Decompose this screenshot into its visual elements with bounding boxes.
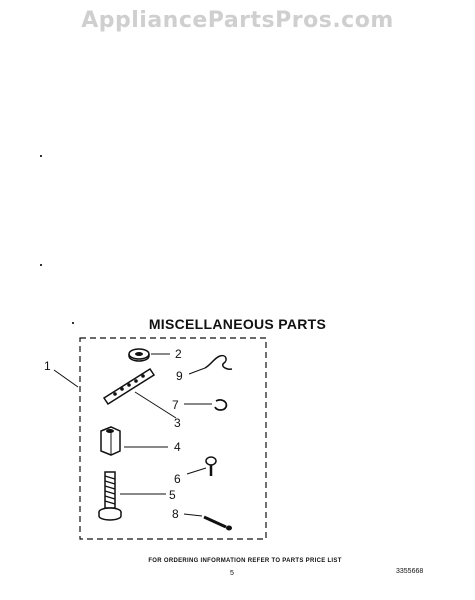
document-number: 3355668 xyxy=(396,568,424,575)
leader-line xyxy=(183,513,203,517)
callout-5: 5 xyxy=(169,488,176,502)
bolt-part xyxy=(203,515,232,531)
hex-nut-part xyxy=(100,426,121,456)
scan-speck xyxy=(72,322,74,324)
washer-part xyxy=(128,348,150,362)
scan-speck xyxy=(40,155,42,157)
ordering-note: FOR ORDERING INFORMATION REFER TO PARTS … xyxy=(148,558,342,564)
screw-part xyxy=(205,456,217,476)
wire-part xyxy=(204,354,233,370)
callout-1: 1 xyxy=(44,359,51,373)
diagram-title: MISCELLANEOUS PARTS xyxy=(148,316,327,332)
watermark-logo: AppliancePartsPros.com xyxy=(81,8,394,33)
callout-6: 6 xyxy=(174,472,181,486)
leveling-leg-part xyxy=(98,471,122,521)
clip-part xyxy=(214,399,228,411)
kit-boundary xyxy=(79,337,267,540)
callout-7: 7 xyxy=(172,398,179,412)
leader-line xyxy=(134,391,177,419)
scan-speck xyxy=(40,264,42,266)
bracket-part xyxy=(102,367,156,406)
leader-line xyxy=(188,367,206,375)
callout-9: 9 xyxy=(176,369,183,383)
leader-line xyxy=(53,369,79,388)
callout-3: 3 xyxy=(174,416,181,430)
callout-4: 4 xyxy=(174,440,181,454)
callout-8: 8 xyxy=(172,507,179,521)
page-number: 5 xyxy=(230,570,234,577)
leader-line xyxy=(186,467,207,475)
callout-2: 2 xyxy=(175,347,182,361)
